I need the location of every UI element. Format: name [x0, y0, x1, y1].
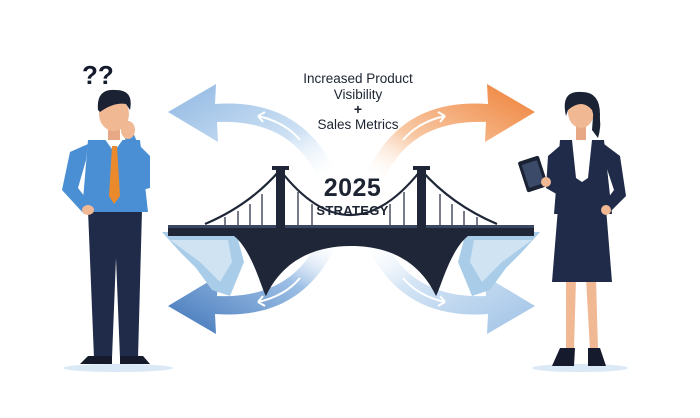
arrow-up-right: [368, 84, 535, 178]
tablet-icon: [518, 155, 548, 193]
bridge: [162, 166, 540, 296]
caption-line-3: Sales Metrics: [317, 117, 399, 132]
caption-line-2: Visibility: [333, 87, 383, 102]
arrow-down-right: [368, 240, 535, 334]
arrow-down-left: [168, 240, 335, 334]
arrow-up-left: [168, 84, 335, 178]
bridge-year-label: 2025: [323, 174, 382, 202]
question-marks-icon: ??: [82, 60, 114, 90]
man-figure: ??: [62, 60, 173, 372]
caption-plus: +: [353, 101, 363, 117]
bridge-strategy-label: STRATEGY: [316, 203, 389, 218]
caption-line-1: Increased Product: [303, 71, 413, 86]
woman-figure: [518, 91, 628, 372]
